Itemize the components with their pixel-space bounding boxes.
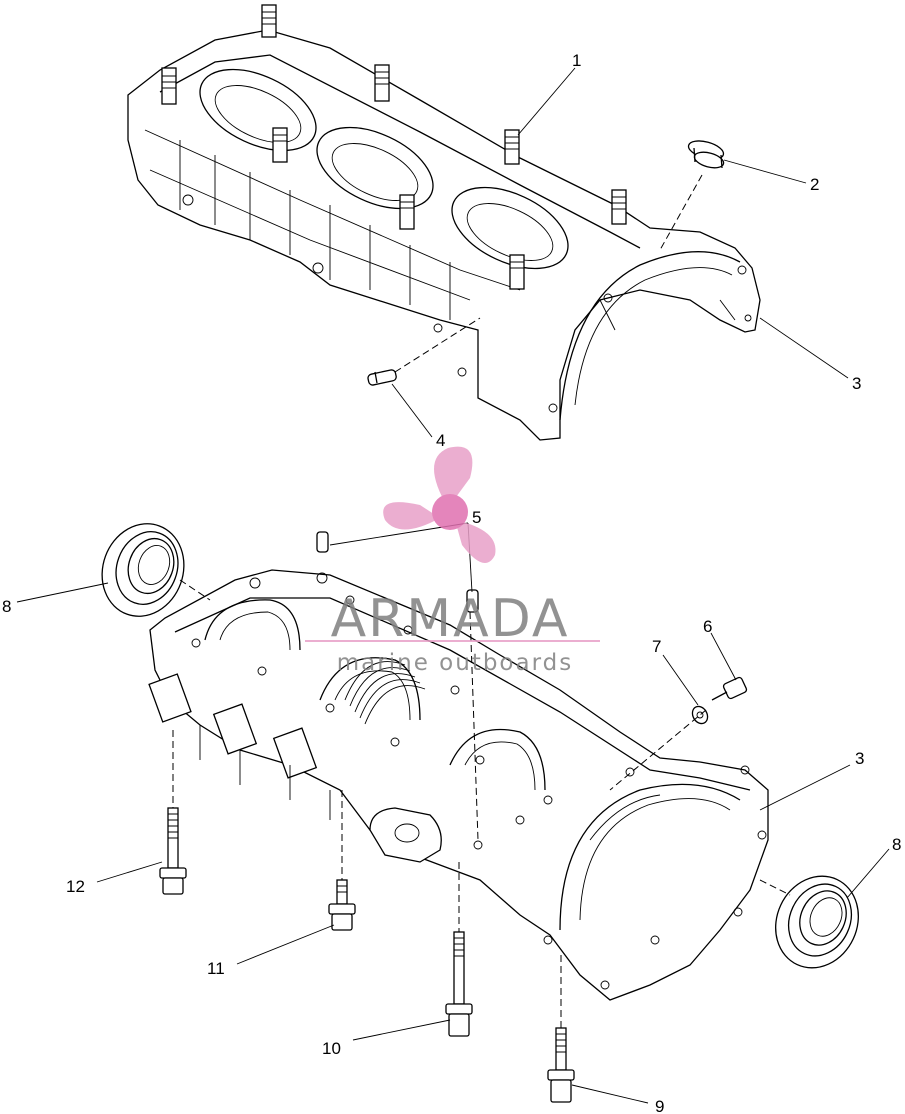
callout-10: 10 [322,1039,341,1058]
callout-4: 4 [436,431,445,450]
screw-and-washer [691,676,748,725]
dowel-pin-upper [367,369,397,386]
watermark-title: ARMADA [331,589,570,649]
callout-3-top: 3 [852,374,861,393]
propeller-logo-icon [383,446,496,563]
bolt-12 [159,807,187,895]
callout-12: 12 [66,877,85,896]
bolt-11 [328,879,356,931]
armada-watermark: ARMADA marine outboards [305,446,600,676]
upper-crankcase [127,4,761,441]
alignment-lines [172,174,791,1028]
callout-3-bottom: 3 [855,749,864,768]
crankcase-bolts [159,807,575,1103]
callout-7: 7 [652,637,661,656]
bolt-9 [547,1027,575,1103]
callout-9: 9 [655,1097,664,1114]
callout-8-left: 8 [2,597,11,616]
callout-2: 2 [810,175,819,194]
callout-11: 11 [207,959,225,978]
callout-labels: 1 2 3 4 5 6 7 3 8 8 9 10 11 12 [2,51,901,1114]
watermark-subtitle: marine outboards [337,650,573,676]
callout-6: 6 [703,617,712,636]
callout-1: 1 [572,51,581,70]
grommet-plug [687,140,725,169]
lower-crankcase [148,569,769,1001]
dowel-pins-lower [316,531,479,613]
callout-5: 5 [472,508,481,527]
callout-8-right: 8 [892,835,901,854]
oil-seal-right [775,875,859,969]
oil-seal-left [101,523,185,617]
